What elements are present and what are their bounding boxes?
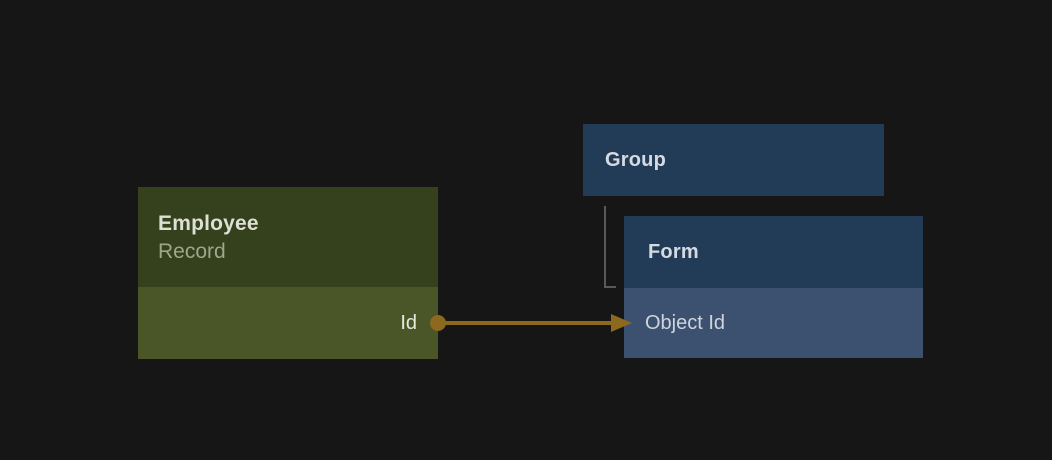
form-node-title: Form: [648, 240, 699, 263]
node-form[interactable]: Form Object Id: [624, 216, 923, 358]
employee-node-subtitle: Record: [158, 240, 226, 263]
form-field-object-id[interactable]: Object Id: [624, 288, 923, 358]
group-node-title: Group: [605, 148, 666, 171]
form-node-header: Form: [624, 216, 923, 288]
group-form-connector: [604, 206, 616, 288]
employee-field-id[interactable]: Id: [138, 287, 438, 359]
form-field-object-id-label: Object Id: [645, 311, 726, 334]
node-employee[interactable]: Employee Record Id: [138, 187, 438, 359]
node-group[interactable]: Group: [583, 124, 884, 196]
employee-field-id-label: Id: [400, 311, 417, 334]
employee-node-title: Employee: [158, 212, 259, 235]
arrow-head-icon: [611, 314, 632, 332]
employee-node-header: Employee Record: [138, 187, 438, 287]
